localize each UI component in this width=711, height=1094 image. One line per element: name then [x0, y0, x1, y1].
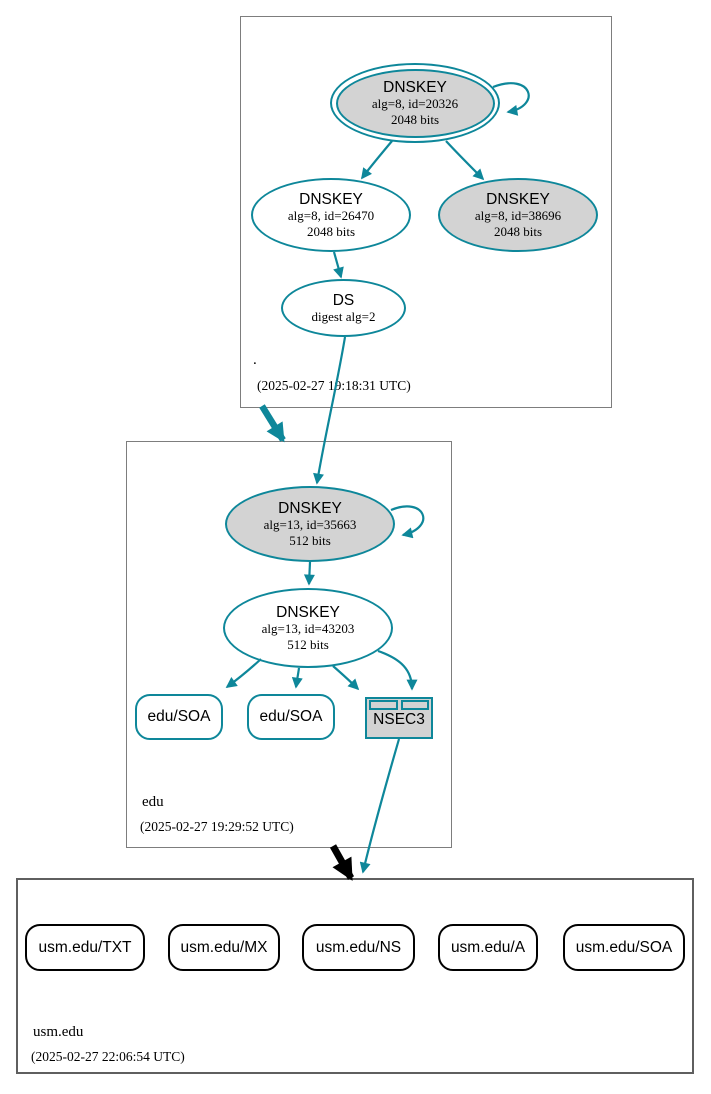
node-detail: 2048 bits: [493, 223, 543, 239]
rrset-node-usm-edu-a[interactable]: usm.edu/A: [438, 924, 538, 971]
node-detail: alg=8, id=38696: [474, 208, 562, 224]
nsec3-node[interactable]: NSEC3: [365, 697, 433, 739]
node-detail: 512 bits: [289, 532, 331, 548]
node-title: DNSKEY: [278, 499, 342, 517]
node-label: edu/SOA: [259, 708, 323, 725]
node-title: DNSKEY: [486, 190, 550, 208]
nsec3-cell: [369, 700, 398, 710]
dnskey-node-38696[interactable]: DNSKEY alg=8, id=38696 2048 bits: [438, 178, 598, 252]
node-detail: alg=13, id=43203: [261, 621, 355, 637]
dnskey-node-ksk-20326-inner: DNSKEY alg=8, id=20326 2048 bits: [335, 68, 495, 138]
node-detail: 2048 bits: [390, 111, 440, 127]
node-label: usm.edu/TXT: [38, 938, 132, 956]
ds-node[interactable]: DS digest alg=2: [281, 279, 406, 337]
nsec3-cell: [400, 700, 429, 710]
node-detail: alg=13, id=35663: [263, 517, 357, 533]
dnskey-node-ksk-20326[interactable]: DNSKEY alg=8, id=20326 2048 bits: [330, 63, 500, 143]
zone-timestamp-edu: (2025-02-27 19:29:52 UTC): [140, 819, 294, 834]
node-title: DNSKEY: [299, 190, 363, 208]
node-detail: alg=8, id=26470: [287, 208, 375, 224]
dnskey-node-zsk-26470[interactable]: DNSKEY alg=8, id=26470 2048 bits: [251, 178, 411, 252]
node-label: edu/SOA: [147, 708, 211, 725]
node-detail: 512 bits: [287, 636, 329, 652]
insecure-delegation-arrow-edu-to-usm-edu: [329, 844, 355, 881]
node-label: usm.edu/A: [450, 938, 526, 956]
rrset-node-usm-edu-ns[interactable]: usm.edu/NS: [302, 924, 415, 971]
node-label: NSEC3: [373, 711, 425, 728]
nsec3-cells: [369, 700, 429, 710]
node-detail: digest alg=2: [311, 309, 376, 325]
zone-label-usm-edu: usm.edu: [33, 1024, 84, 1040]
node-title: DNSKEY: [276, 603, 340, 621]
zone-label-edu: edu: [142, 794, 164, 810]
node-detail: 2048 bits: [306, 223, 356, 239]
node-label: usm.edu/NS: [315, 938, 402, 956]
rrset-node-edu-soa-2[interactable]: edu/SOA: [247, 694, 335, 740]
node-label: usm.edu/SOA: [575, 938, 673, 956]
zone-timestamp-root: (2025-02-27 19:18:31 UTC): [257, 378, 411, 393]
rrset-node-usm-edu-txt[interactable]: usm.edu/TXT: [25, 924, 145, 971]
node-title: DNSKEY: [383, 78, 447, 96]
zone-label-root: .: [253, 352, 257, 368]
secure-delegation-arrow-root-to-edu: [259, 404, 286, 443]
rrset-node-edu-soa-1[interactable]: edu/SOA: [135, 694, 223, 740]
rrset-node-usm-edu-mx[interactable]: usm.edu/MX: [168, 924, 280, 971]
node-title: DS: [332, 291, 355, 309]
zone-timestamp-usm-edu: (2025-02-27 22:06:54 UTC): [31, 1049, 185, 1064]
node-label: usm.edu/MX: [180, 938, 268, 956]
dnskey-node-zsk-43203[interactable]: DNSKEY alg=13, id=43203 512 bits: [223, 588, 393, 668]
node-detail: alg=8, id=20326: [371, 96, 459, 112]
zone-box-usm-edu: [16, 878, 694, 1074]
dnskey-node-ksk-35663[interactable]: DNSKEY alg=13, id=35663 512 bits: [225, 486, 395, 562]
rrset-node-usm-edu-soa[interactable]: usm.edu/SOA: [563, 924, 685, 971]
